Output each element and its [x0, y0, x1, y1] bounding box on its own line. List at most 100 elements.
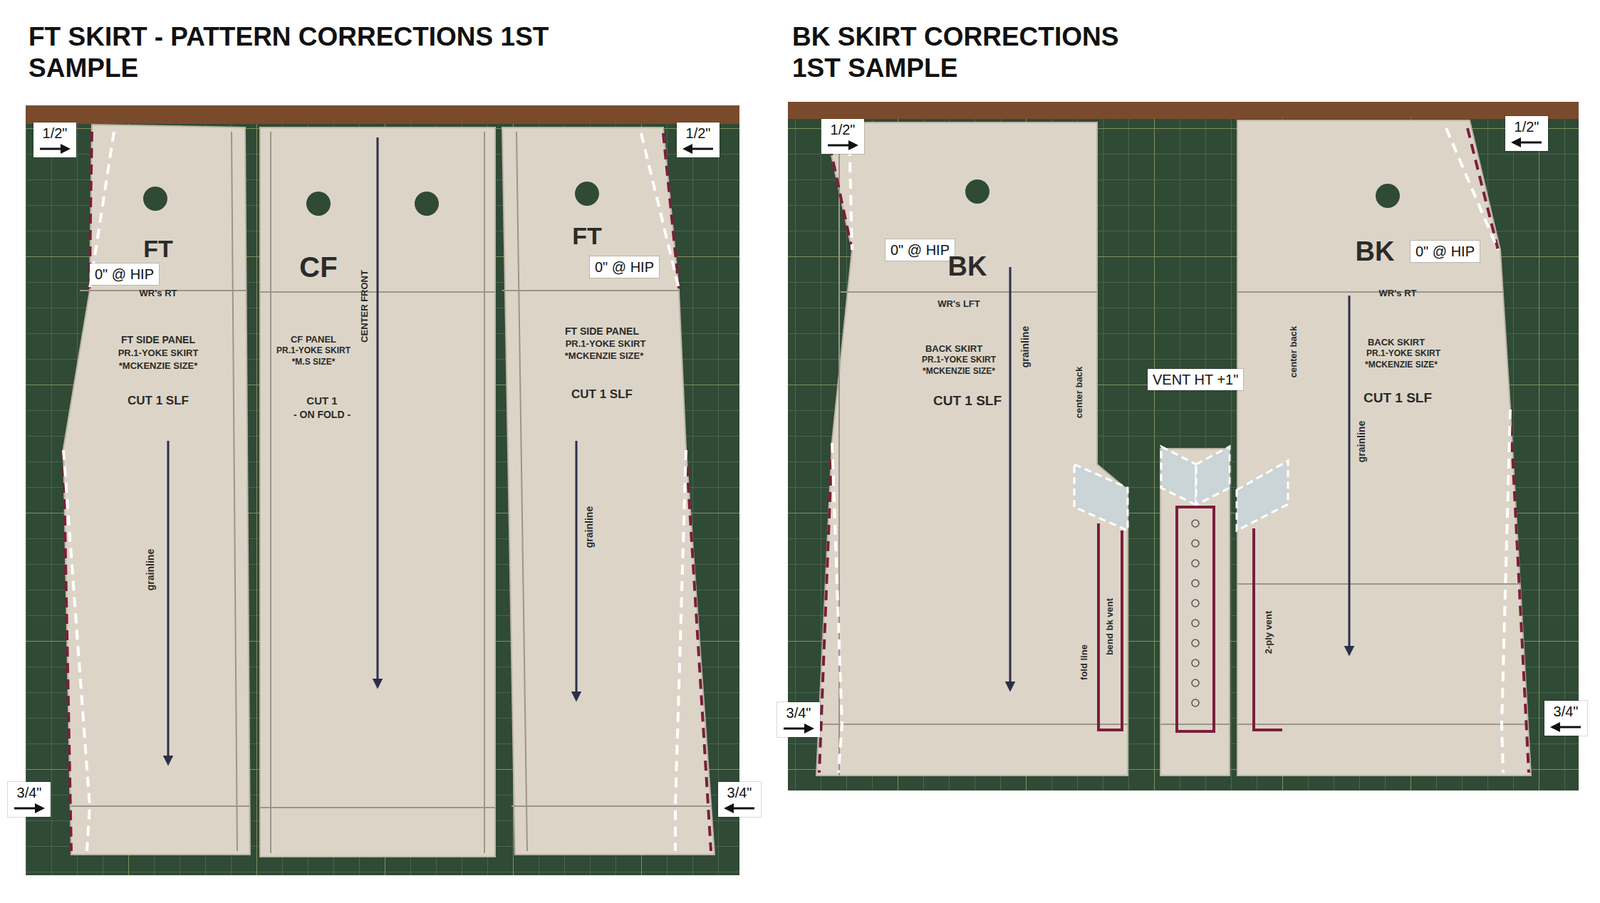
callout-text: 3/4" — [782, 705, 815, 721]
pattern-note: PR.1-YOKE SKIRT — [565, 339, 647, 350]
pattern-note: grainline — [1356, 421, 1368, 463]
direction-arrow — [681, 143, 715, 155]
hip-hem-lines — [71, 131, 711, 854]
buttonhole-marks — [1191, 520, 1199, 707]
callout-text: 3/4" — [12, 785, 46, 801]
grainline-arrow — [167, 440, 170, 761]
pattern-note: - ON FOLD - — [293, 409, 351, 421]
callout-box: 1/2" — [1505, 116, 1548, 152]
vent-extension — [1161, 446, 1197, 506]
hip-hem-lines — [819, 128, 1529, 776]
arrow-shaft — [691, 148, 714, 151]
pattern-note: FT — [143, 235, 174, 263]
seam-line — [269, 131, 272, 854]
button-mark — [1191, 520, 1199, 528]
direction-arrow — [782, 723, 815, 735]
vent-extension — [1196, 446, 1230, 506]
arrow-shaft — [783, 728, 805, 731]
callout-box: 3/4" — [777, 702, 820, 738]
pattern-note: WR's LFT — [937, 299, 980, 310]
callout-box: 1/2" — [33, 122, 77, 158]
table-edge — [25, 105, 740, 124]
pattern-note: *MCKENZIE SIZE* — [564, 351, 644, 362]
grainline-arrow — [1348, 295, 1351, 652]
table-edge — [787, 101, 1579, 119]
pattern-note: BK — [1355, 237, 1395, 268]
callout-box: 1/2" — [821, 118, 865, 154]
pattern-note: WR's RT — [139, 288, 178, 299]
corrected-line — [63, 450, 90, 852]
center-front-panel — [260, 127, 496, 857]
vent-extensions — [1074, 446, 1288, 531]
original-line — [819, 443, 833, 773]
original-line — [63, 450, 72, 852]
arrow-shaft — [1520, 141, 1542, 144]
hip-line — [1237, 291, 1504, 293]
callout-text: VENT HT +1" — [1152, 371, 1239, 388]
vent-extension — [1074, 464, 1128, 531]
front-photo — [25, 105, 740, 876]
pattern-note: 2-ply vent — [1263, 611, 1274, 655]
direction-arrow — [1510, 136, 1544, 149]
guide-line — [1237, 583, 1521, 585]
callout-box: 0" @ HIP — [1410, 240, 1480, 263]
callout-box: 0" @ HIP — [89, 263, 159, 285]
arrow-shaft — [1559, 726, 1581, 729]
pattern-note: *M.S SIZE* — [292, 357, 336, 367]
vent-outline — [1253, 528, 1283, 731]
mat-grid — [25, 105, 740, 876]
button-mark — [1191, 679, 1199, 687]
callout-text: 1/2" — [1510, 118, 1544, 135]
pattern-note: grainline — [1020, 326, 1031, 368]
arrow-head — [1510, 137, 1521, 148]
callout-box: 3/4" — [718, 782, 761, 818]
callout-text: 0" @ HIP — [94, 266, 154, 283]
direction-arrow — [723, 802, 756, 815]
cutting-mat — [25, 105, 740, 876]
vent-extension — [1236, 460, 1288, 531]
vent-outlines — [1098, 507, 1283, 732]
button-mark — [1191, 559, 1199, 568]
pattern-note: CF PANEL — [290, 334, 337, 345]
mat-grid — [25, 105, 740, 876]
pattern-note: BACK SKIRT — [925, 344, 983, 355]
pattern-note: *MCKENZIE SIZE* — [1364, 360, 1438, 370]
arrow-head — [1550, 722, 1561, 733]
arrow-shaft — [39, 148, 62, 151]
direction-arrow — [38, 143, 72, 155]
pattern-note: bend bk vent — [1104, 598, 1115, 656]
pattern-note: CUT 1 SLF — [1363, 391, 1432, 407]
pattern-note: CENTER FRONT — [359, 269, 370, 343]
pattern-note: center back — [1074, 366, 1085, 419]
pattern-note: WR's RT — [1379, 288, 1417, 299]
callout-text: 0" @ HIP — [1415, 243, 1475, 260]
grainline-arrow — [575, 440, 578, 697]
arrow-head — [682, 143, 693, 154]
section-heading: FT SKIRT - PATTERN CORRECTIONS 1ST SAMPL… — [28, 21, 570, 85]
pattern-note: CUT 1 SLF — [933, 393, 1002, 409]
front-side-panel — [502, 127, 715, 855]
hem-line — [819, 723, 1128, 726]
pattern-note: *MCKENZIE SIZE* — [922, 366, 996, 377]
pattern-note: CUT 1 — [306, 395, 337, 408]
original-line — [686, 450, 711, 852]
pattern-note: fold line — [1079, 644, 1090, 681]
arrow-head — [848, 140, 859, 151]
pattern-note: center back — [1288, 326, 1299, 378]
punch-hole — [143, 186, 168, 211]
punch-hole — [1375, 183, 1400, 209]
pattern-note: CF — [299, 251, 337, 283]
section-heading: BK SKIRT CORRECTIONS 1ST SAMPLE — [792, 21, 1170, 85]
callout-box: 3/4" — [1544, 700, 1588, 736]
back-skirt-left — [816, 122, 1128, 776]
punch-holes — [143, 181, 600, 216]
vent-outline — [1098, 523, 1122, 731]
pattern-note: *MCKENZIE SIZE* — [118, 361, 199, 372]
button-mark — [1191, 619, 1199, 627]
direction-arrow — [12, 802, 46, 815]
seam-line — [516, 131, 528, 852]
hem-line — [1160, 723, 1230, 726]
punch-hole — [965, 179, 990, 204]
callout-box: 1/2" — [676, 122, 720, 158]
original-line — [1510, 409, 1529, 773]
